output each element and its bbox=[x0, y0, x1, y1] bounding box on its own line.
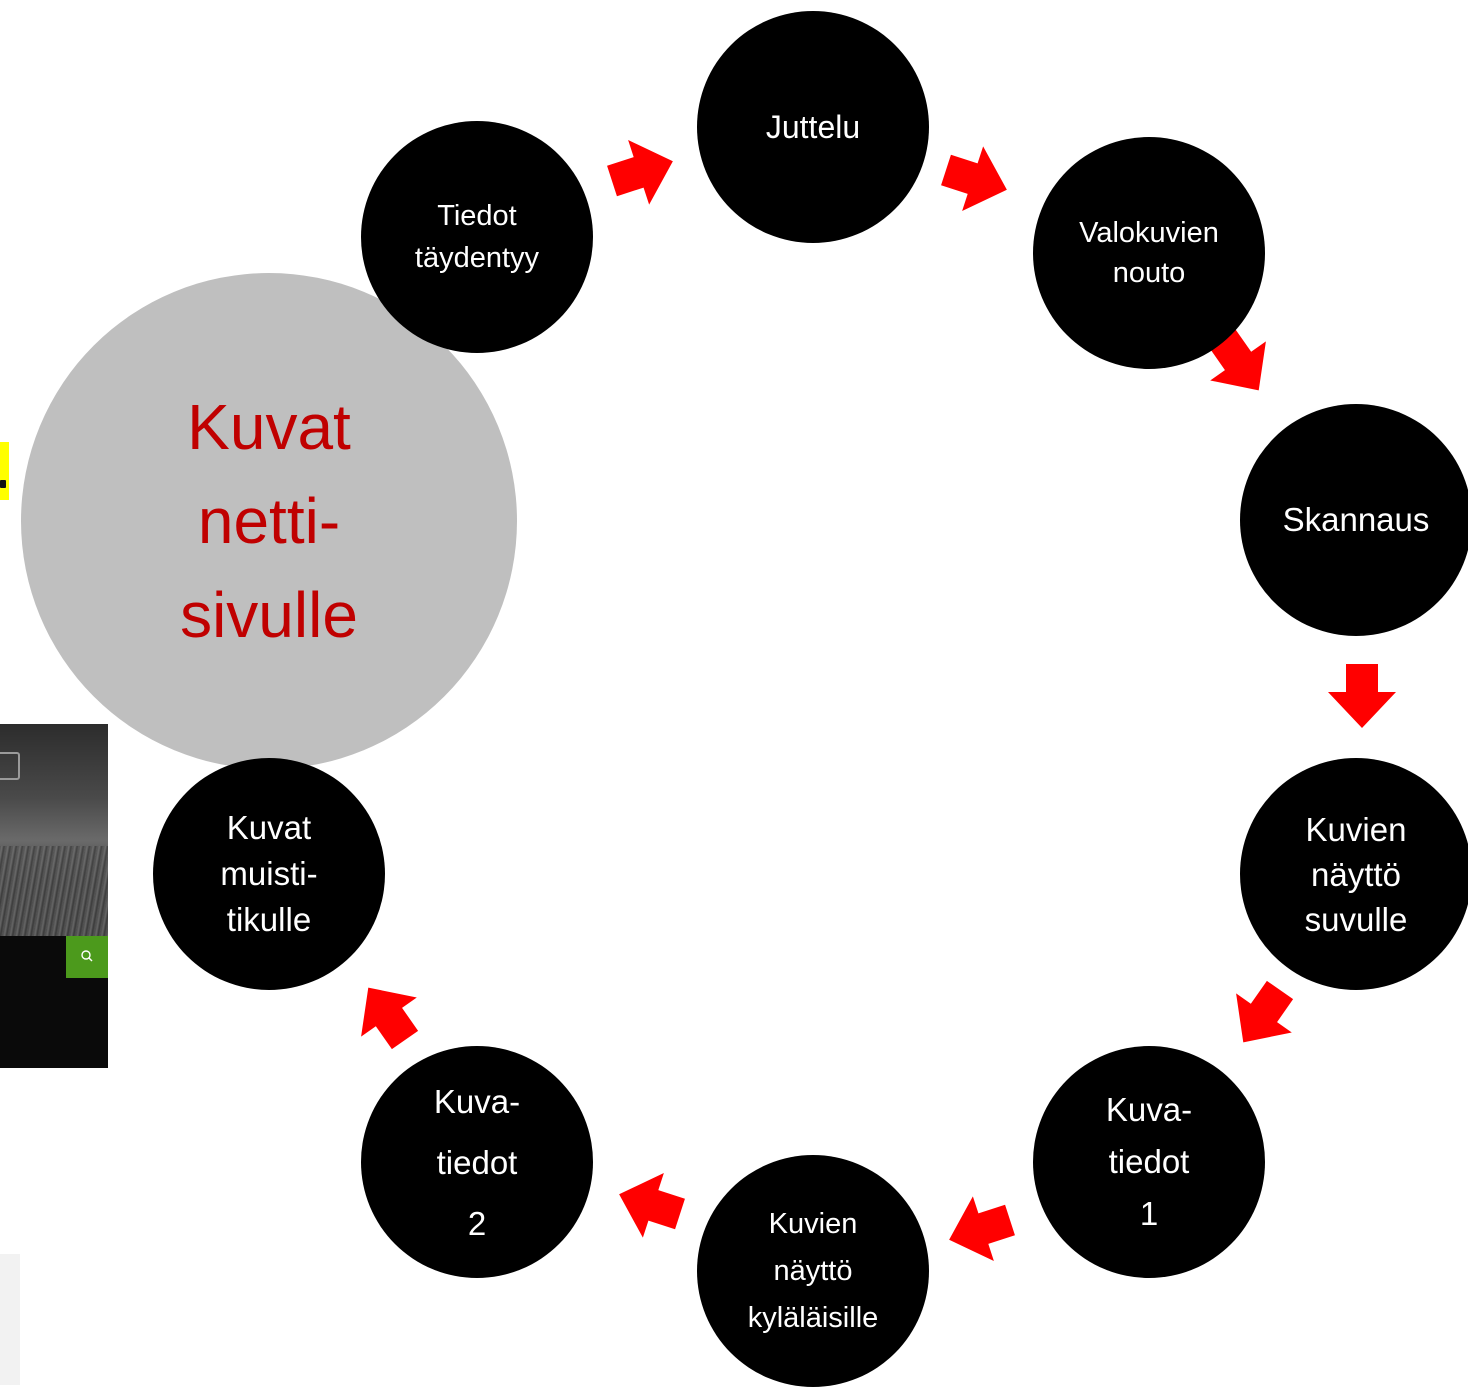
embedded-photo-fragment bbox=[0, 724, 108, 936]
arrow-icon bbox=[949, 1196, 1015, 1261]
step-label: Tiedot täydentyy bbox=[414, 200, 540, 274]
step-circle-tiedot-taydentyy: Tiedot täydentyy bbox=[361, 121, 593, 353]
center-circle: Kuvat netti- sivulle bbox=[21, 273, 517, 769]
step-circle-valokuvien-nouto: Valokuvien nouto bbox=[1033, 137, 1265, 369]
step-circle-kuvat-muistitikulle: Kuvat muisti- tikulle bbox=[153, 758, 385, 990]
search-button[interactable] bbox=[66, 936, 108, 978]
arrow-icon bbox=[1236, 980, 1294, 1043]
step-label: Skannaus bbox=[1282, 501, 1430, 538]
arrow-icon bbox=[941, 146, 1007, 211]
step-label: Kuvat muisti- tikulle bbox=[220, 809, 318, 938]
step-circle-juttelu: Juttelu bbox=[697, 11, 929, 243]
center-label: Kuvat netti- sivulle bbox=[180, 391, 358, 651]
arrow-icon bbox=[361, 987, 419, 1050]
arrow-icon bbox=[607, 140, 673, 205]
photo-frame-icon bbox=[0, 752, 20, 780]
step-circle-kuvien-naytto-kylalaisille: Kuvien näyttö kyläläisille bbox=[697, 1155, 929, 1387]
arrow-icon bbox=[1328, 664, 1396, 728]
step-label: Kuva- tiedot 2 bbox=[433, 1082, 521, 1242]
step-circle-kuvatiedot-1: Kuva- tiedot 1 bbox=[1033, 1046, 1265, 1278]
highlight-fragment bbox=[0, 442, 9, 500]
step-circle-kuvien-naytto-suvulle: Kuvien näyttö suvulle bbox=[1240, 758, 1468, 990]
step-label: Valokuvien nouto bbox=[1079, 217, 1219, 289]
magnifier-icon bbox=[81, 950, 93, 962]
embedded-panel-fragment bbox=[0, 1254, 20, 1385]
step-label: Kuva- tiedot 1 bbox=[1105, 1091, 1193, 1232]
text-fragment bbox=[0, 480, 6, 488]
photo-grass-texture bbox=[0, 846, 108, 936]
step-circle-kuvatiedot-2: Kuva- tiedot 2 bbox=[361, 1046, 593, 1278]
step-label: Juttelu bbox=[765, 109, 861, 145]
step-label: Kuvien näyttö suvulle bbox=[1304, 810, 1408, 938]
arrow-icon bbox=[619, 1173, 685, 1238]
step-label: Kuvien näyttö kyläläisille bbox=[747, 1207, 879, 1334]
step-circle-skannaus: Skannaus bbox=[1240, 404, 1468, 636]
